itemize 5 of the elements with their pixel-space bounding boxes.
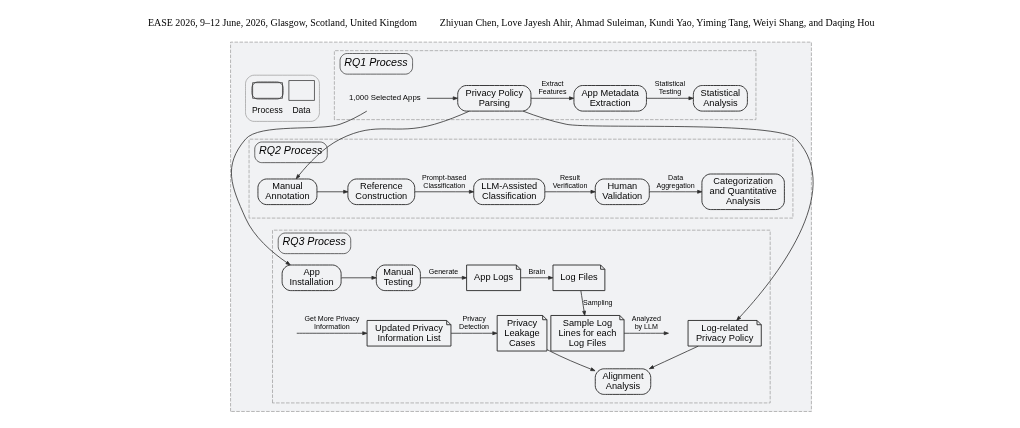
label: EASE 2026, 9–12 June, 2026, Glasgow, Scotland, United Kingdom <box>147 17 417 29</box>
node-text: 1,000 Selected Apps <box>348 93 421 103</box>
label: Zhiyuan Chen, Love Jayesh Ahir, Ahmad Suleiman, Kundi Yao, Yiming Tang, Weiyi Shang, and Daqing Hou <box>439 17 874 29</box>
legend-label: Process <box>251 104 283 115</box>
legend-label: Data <box>291 104 310 115</box>
